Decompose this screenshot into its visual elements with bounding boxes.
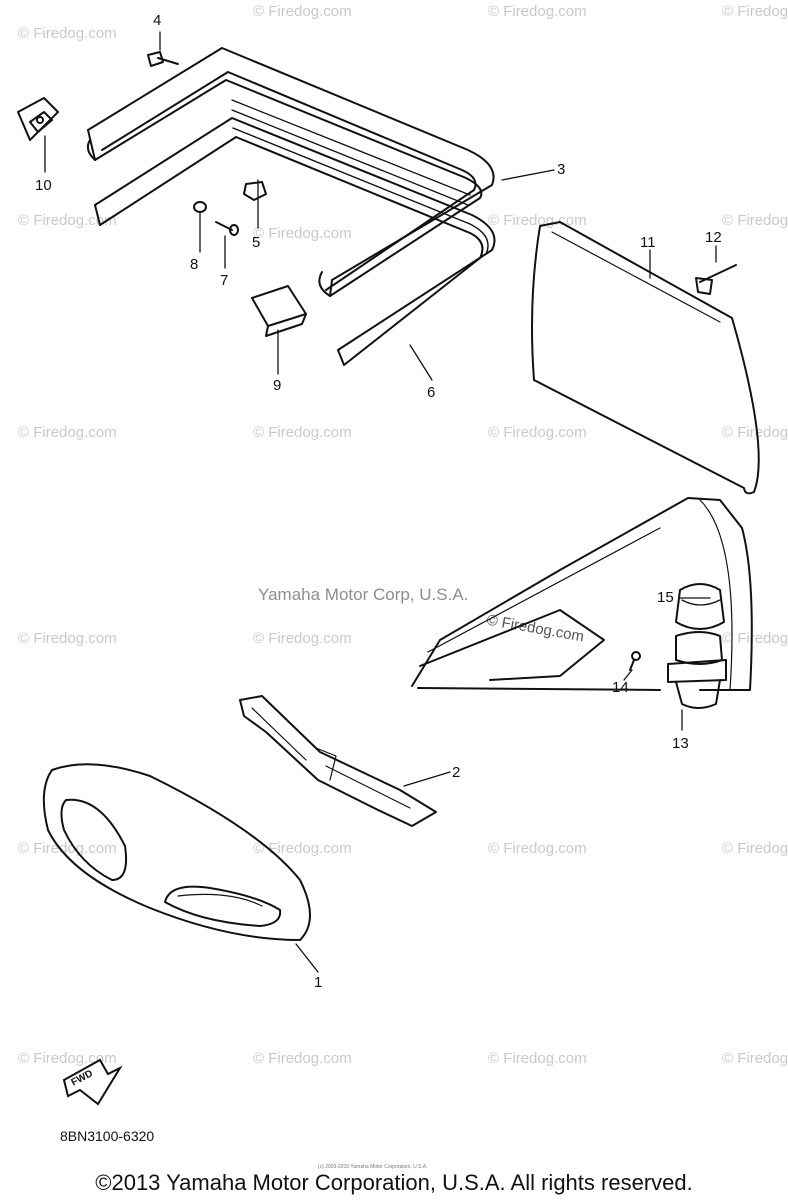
part-number: 8BN3100-6320: [60, 1128, 155, 1144]
watermark: © Firedog.com: [18, 25, 117, 42]
pin-part-14: [629, 651, 641, 671]
watermark: © Firedog.com: [722, 212, 788, 229]
cap-part-9: [251, 285, 307, 337]
watermark: © Firedog.com: [18, 1050, 117, 1067]
callout-15: 15: [657, 589, 674, 606]
callout-11: 11: [640, 234, 656, 251]
corp-text: Yamaha Motor Corp, U.S.A.: [258, 585, 469, 604]
callout-6: 6: [427, 384, 436, 401]
watermark: © Firedog.com: [253, 1050, 352, 1067]
mat-part-2: [239, 695, 437, 827]
callout-7: 7: [220, 272, 229, 289]
watermark: © Firedog.com: [488, 3, 587, 20]
nut-part-5: [243, 181, 267, 201]
watermark: © Firedog.com: [18, 630, 117, 647]
callout-8: 8: [190, 256, 199, 273]
handle-part-1: [42, 763, 311, 941]
rivet-part-12: [695, 264, 737, 295]
watermark: © Firedog.com: [488, 1050, 587, 1067]
panel-part-11: [531, 221, 760, 495]
callout-9: 9: [273, 377, 282, 394]
watermark: © Firedog.com: [253, 630, 352, 647]
hull-panel: [411, 497, 753, 691]
fitting-part-13: [667, 631, 727, 709]
fwd-arrow-icon: [62, 1058, 123, 1106]
screw-part-4: [147, 51, 179, 67]
clip-part-10: [17, 97, 59, 141]
watermark: © Firedog.com: [253, 225, 352, 242]
copyright: ©2013 Yamaha Motor Corporation, U.S.A. A…: [95, 1170, 693, 1195]
watermark: © Firedog.com: [18, 212, 117, 229]
callout-3: 3: [557, 161, 566, 178]
watermark: © Firedog.com: [722, 840, 788, 857]
callout-10: 10: [35, 177, 52, 194]
callout-14: 14: [612, 679, 629, 696]
watermark: © Firedog.com: [722, 630, 788, 647]
watermark: © Firedog.com: [18, 424, 117, 441]
gunwale-molding-upper: [86, 47, 495, 297]
watermark: © Firedog.com: [488, 840, 587, 857]
tiny-copyright: (c) 2003-2015 Yamaha Motor Corporation, …: [318, 1164, 428, 1170]
callout-2: 2: [452, 764, 461, 781]
callout-1: 1: [314, 974, 323, 991]
watermark: © Firedog.com: [488, 424, 587, 441]
watermark: © Firedog.com: [722, 424, 788, 441]
callout-12: 12: [705, 229, 722, 246]
callout-4: 4: [153, 12, 162, 29]
callout-5: 5: [252, 234, 261, 251]
gunwale-molding-lower: [94, 117, 496, 366]
watermark: © Firedog.com: [722, 3, 788, 20]
watermark: © Firedog.com: [253, 840, 352, 857]
washer-part-8: [193, 201, 207, 213]
watermark: © Firedog.com: [253, 3, 352, 20]
screw-part-7: [215, 221, 239, 236]
watermark: © Firedog.com: [722, 1050, 788, 1067]
watermark: © Firedog.com: [488, 212, 587, 229]
watermark: © Firedog.com: [253, 424, 352, 441]
watermark: © Firedog.com: [18, 840, 117, 857]
callout-13: 13: [672, 735, 689, 752]
bumper-part-15: [675, 583, 725, 630]
